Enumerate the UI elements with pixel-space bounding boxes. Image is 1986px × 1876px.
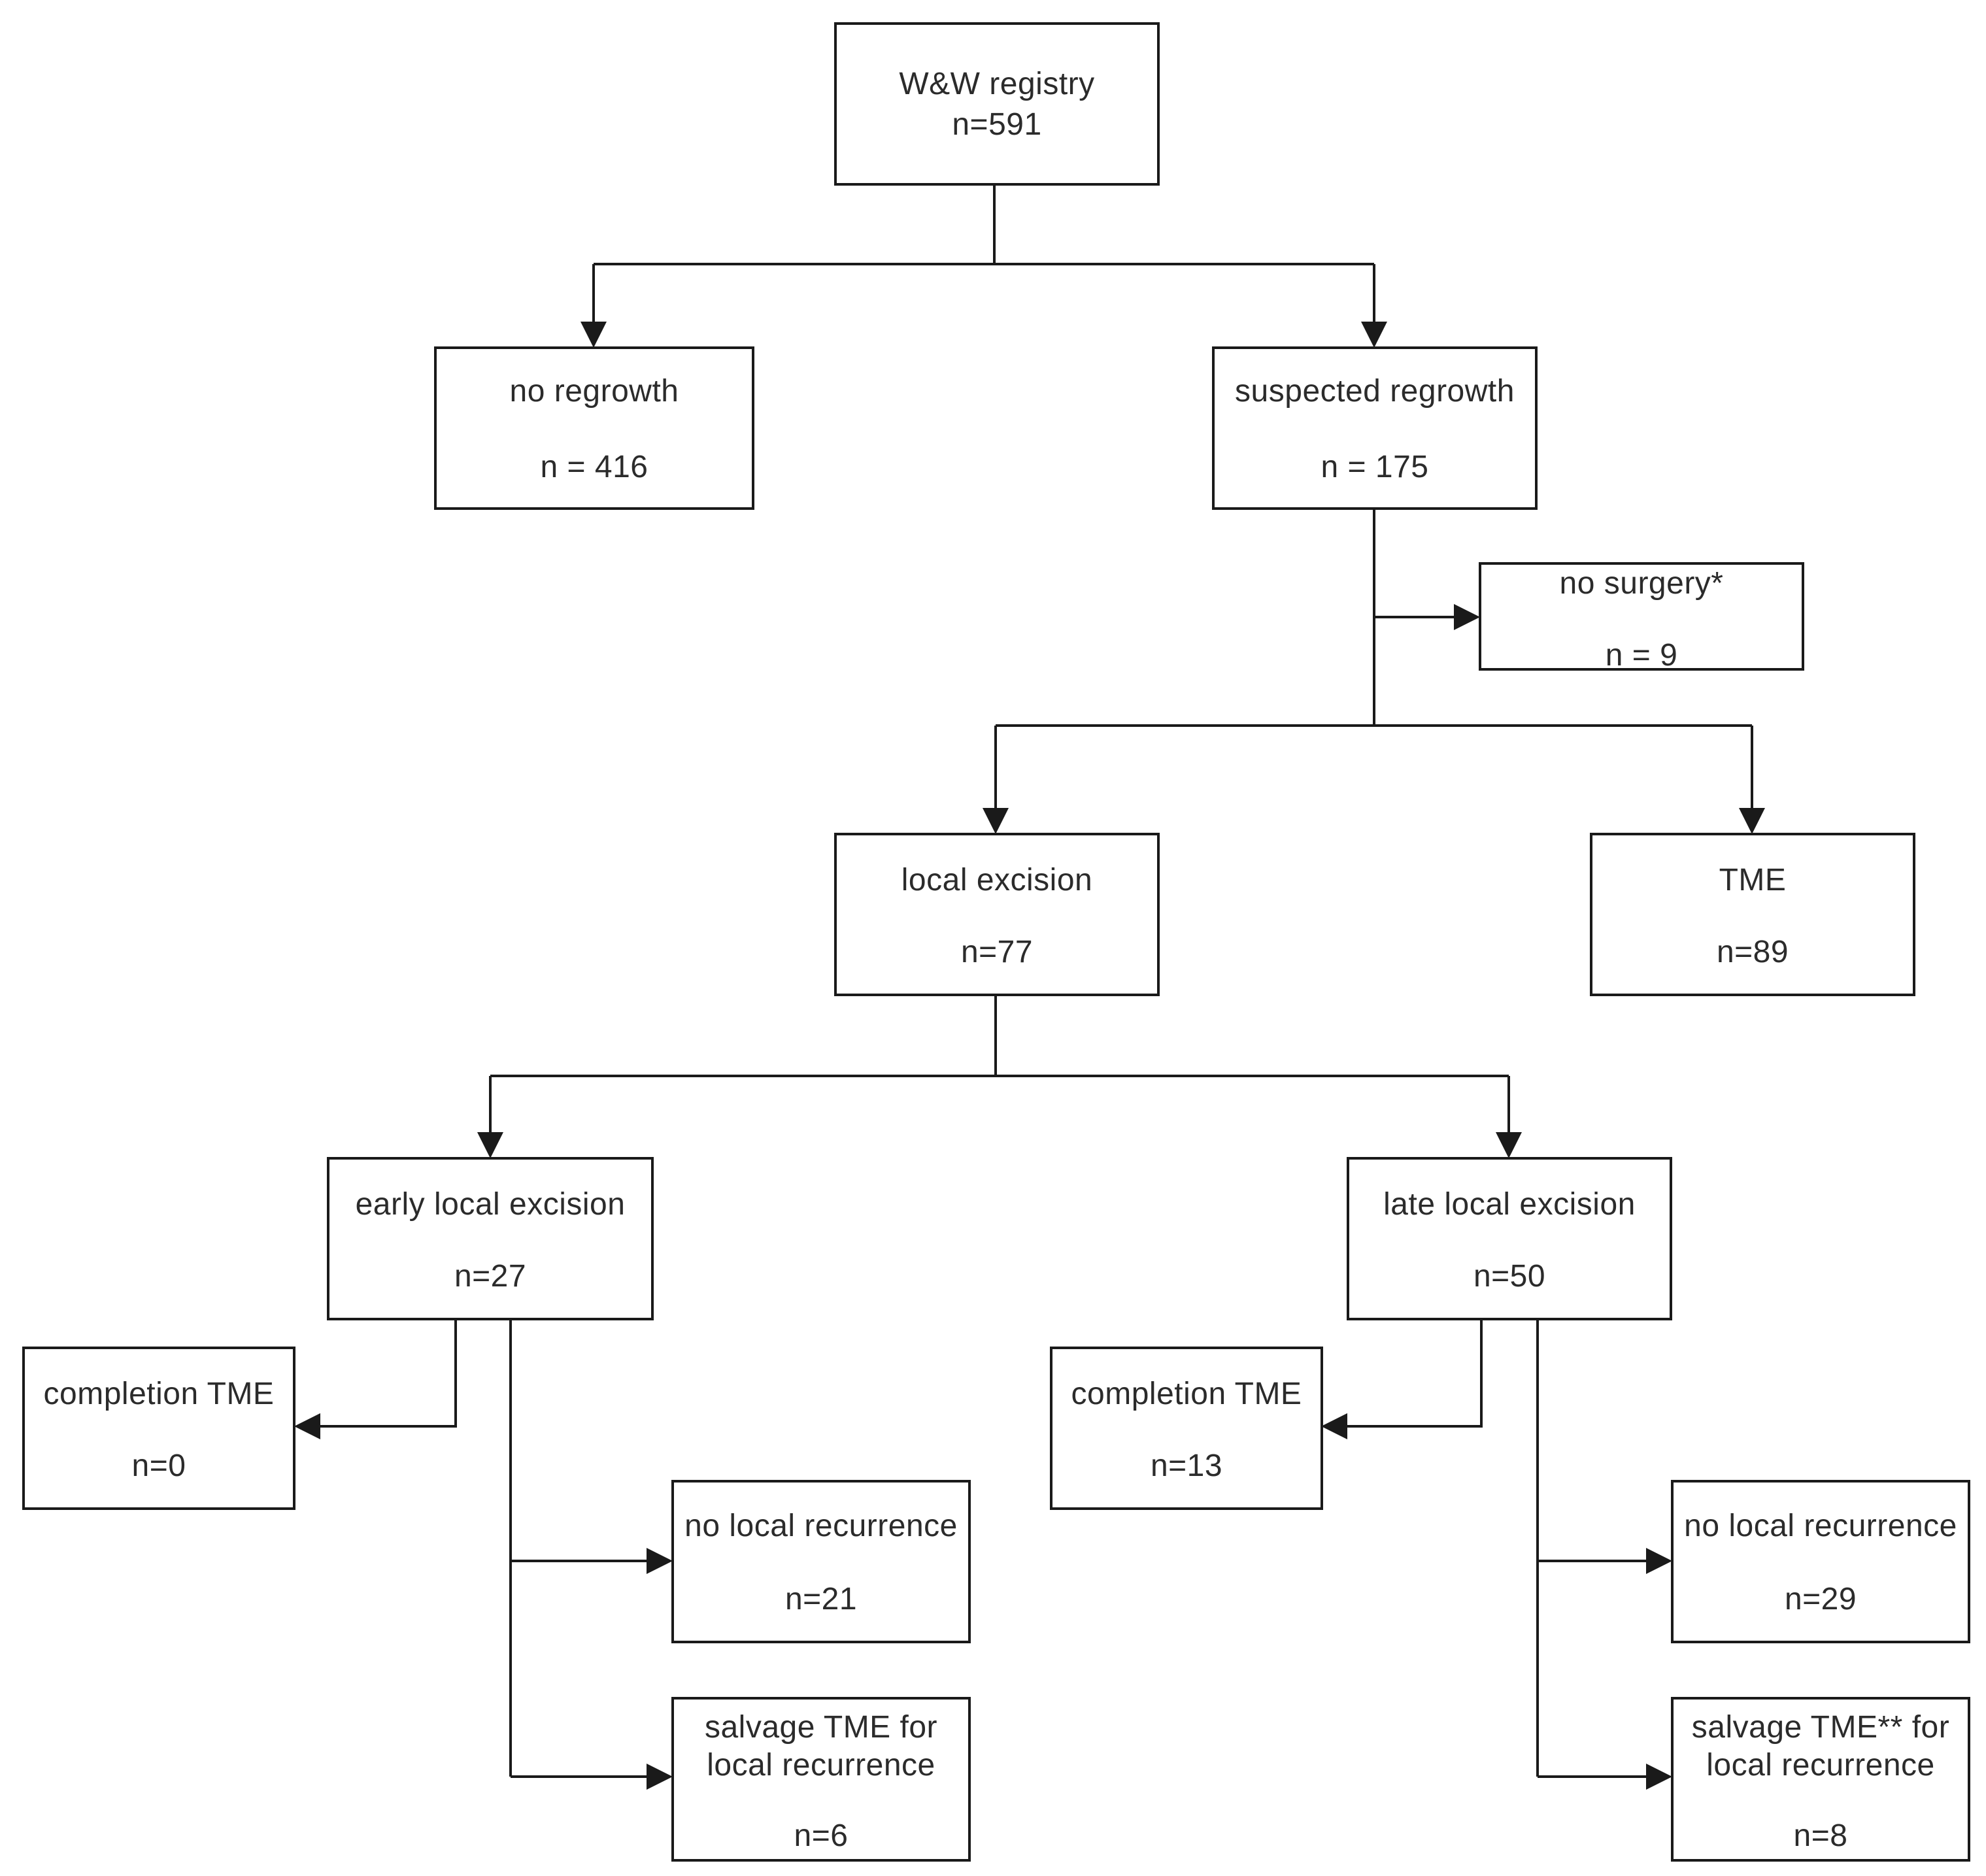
tme-label: TME [1719,863,1787,897]
box-early-salvage-tme: salvage TME for local recurrence n=6 [671,1697,971,1862]
suspected-regrowth-count: n = 175 [1321,450,1429,484]
local-excision-count: n=77 [960,935,1034,969]
box-suspected-regrowth: suspected regrowth n = 175 [1212,346,1538,510]
local-excision-label: local excision [901,863,1093,897]
late-local-excision-count: n=50 [1473,1259,1546,1294]
tme-count: n=89 [1716,935,1789,969]
early-completion-tme-label: completion TME [43,1377,275,1411]
arrow-to-early-completion-tme [294,1319,457,1439]
box-early-no-local-recurrence: no local recurrence n=21 [671,1480,971,1643]
late-completion-tme-count: n=13 [1150,1449,1223,1483]
arrow-to-late-completion-tme [1321,1319,1483,1439]
early-salvage-tme-label-line2: local recurrence [707,1748,935,1783]
suspected-regrowth-label: suspected regrowth [1235,374,1515,409]
late-no-local-recurrence-label: no local recurrence [1684,1509,1957,1543]
box-late-no-local-recurrence: no local recurrence n=29 [1671,1480,1970,1643]
registry-count: n=591 [952,107,1042,142]
late-salvage-tme-label-line1: salvage TME** for [1691,1710,1950,1745]
box-registry: W&W registry n=591 [834,22,1160,186]
late-salvage-tme-label-line2: local recurrence [1706,1748,1935,1783]
registry-label: W&W registry [899,67,1095,101]
box-late-completion-tme: completion TME n=13 [1050,1347,1323,1510]
early-completion-tme-count: n=0 [131,1449,186,1483]
box-late-local-excision: late local excision n=50 [1347,1157,1672,1320]
connector-registry-split [594,186,1374,265]
early-no-local-recurrence-label: no local recurrence [684,1509,958,1543]
box-local-excision: local excision n=77 [834,833,1160,996]
connector-local-excision-split [490,995,1509,1077]
box-late-salvage-tme: salvage TME** for local recurrence n=8 [1671,1697,1970,1862]
early-no-local-recurrence-count: n=21 [784,1582,858,1616]
late-no-local-recurrence-count: n=29 [1784,1582,1857,1616]
box-no-surgery: no surgery* n = 9 [1479,562,1804,673]
late-local-excision-label: late local excision [1383,1187,1636,1222]
late-salvage-tme-count: n=8 [1793,1818,1848,1853]
early-local-excision-label: early local excision [355,1187,626,1222]
no-regrowth-count: n = 416 [540,450,648,484]
box-early-local-excision: early local excision n=27 [327,1157,654,1320]
early-local-excision-count: n=27 [454,1259,527,1294]
no-surgery-count: n = 9 [1605,638,1678,673]
box-tme: TME n=89 [1590,833,1915,996]
late-completion-tme-label: completion TME [1071,1377,1302,1411]
box-early-completion-tme: completion TME n=0 [22,1347,295,1510]
no-regrowth-label: no regrowth [509,374,679,409]
early-salvage-tme-count: n=6 [794,1818,849,1853]
no-surgery-label: no surgery* [1559,566,1724,601]
early-salvage-tme-label-line1: salvage TME for [704,1710,938,1745]
box-no-regrowth: no regrowth n = 416 [434,346,754,510]
